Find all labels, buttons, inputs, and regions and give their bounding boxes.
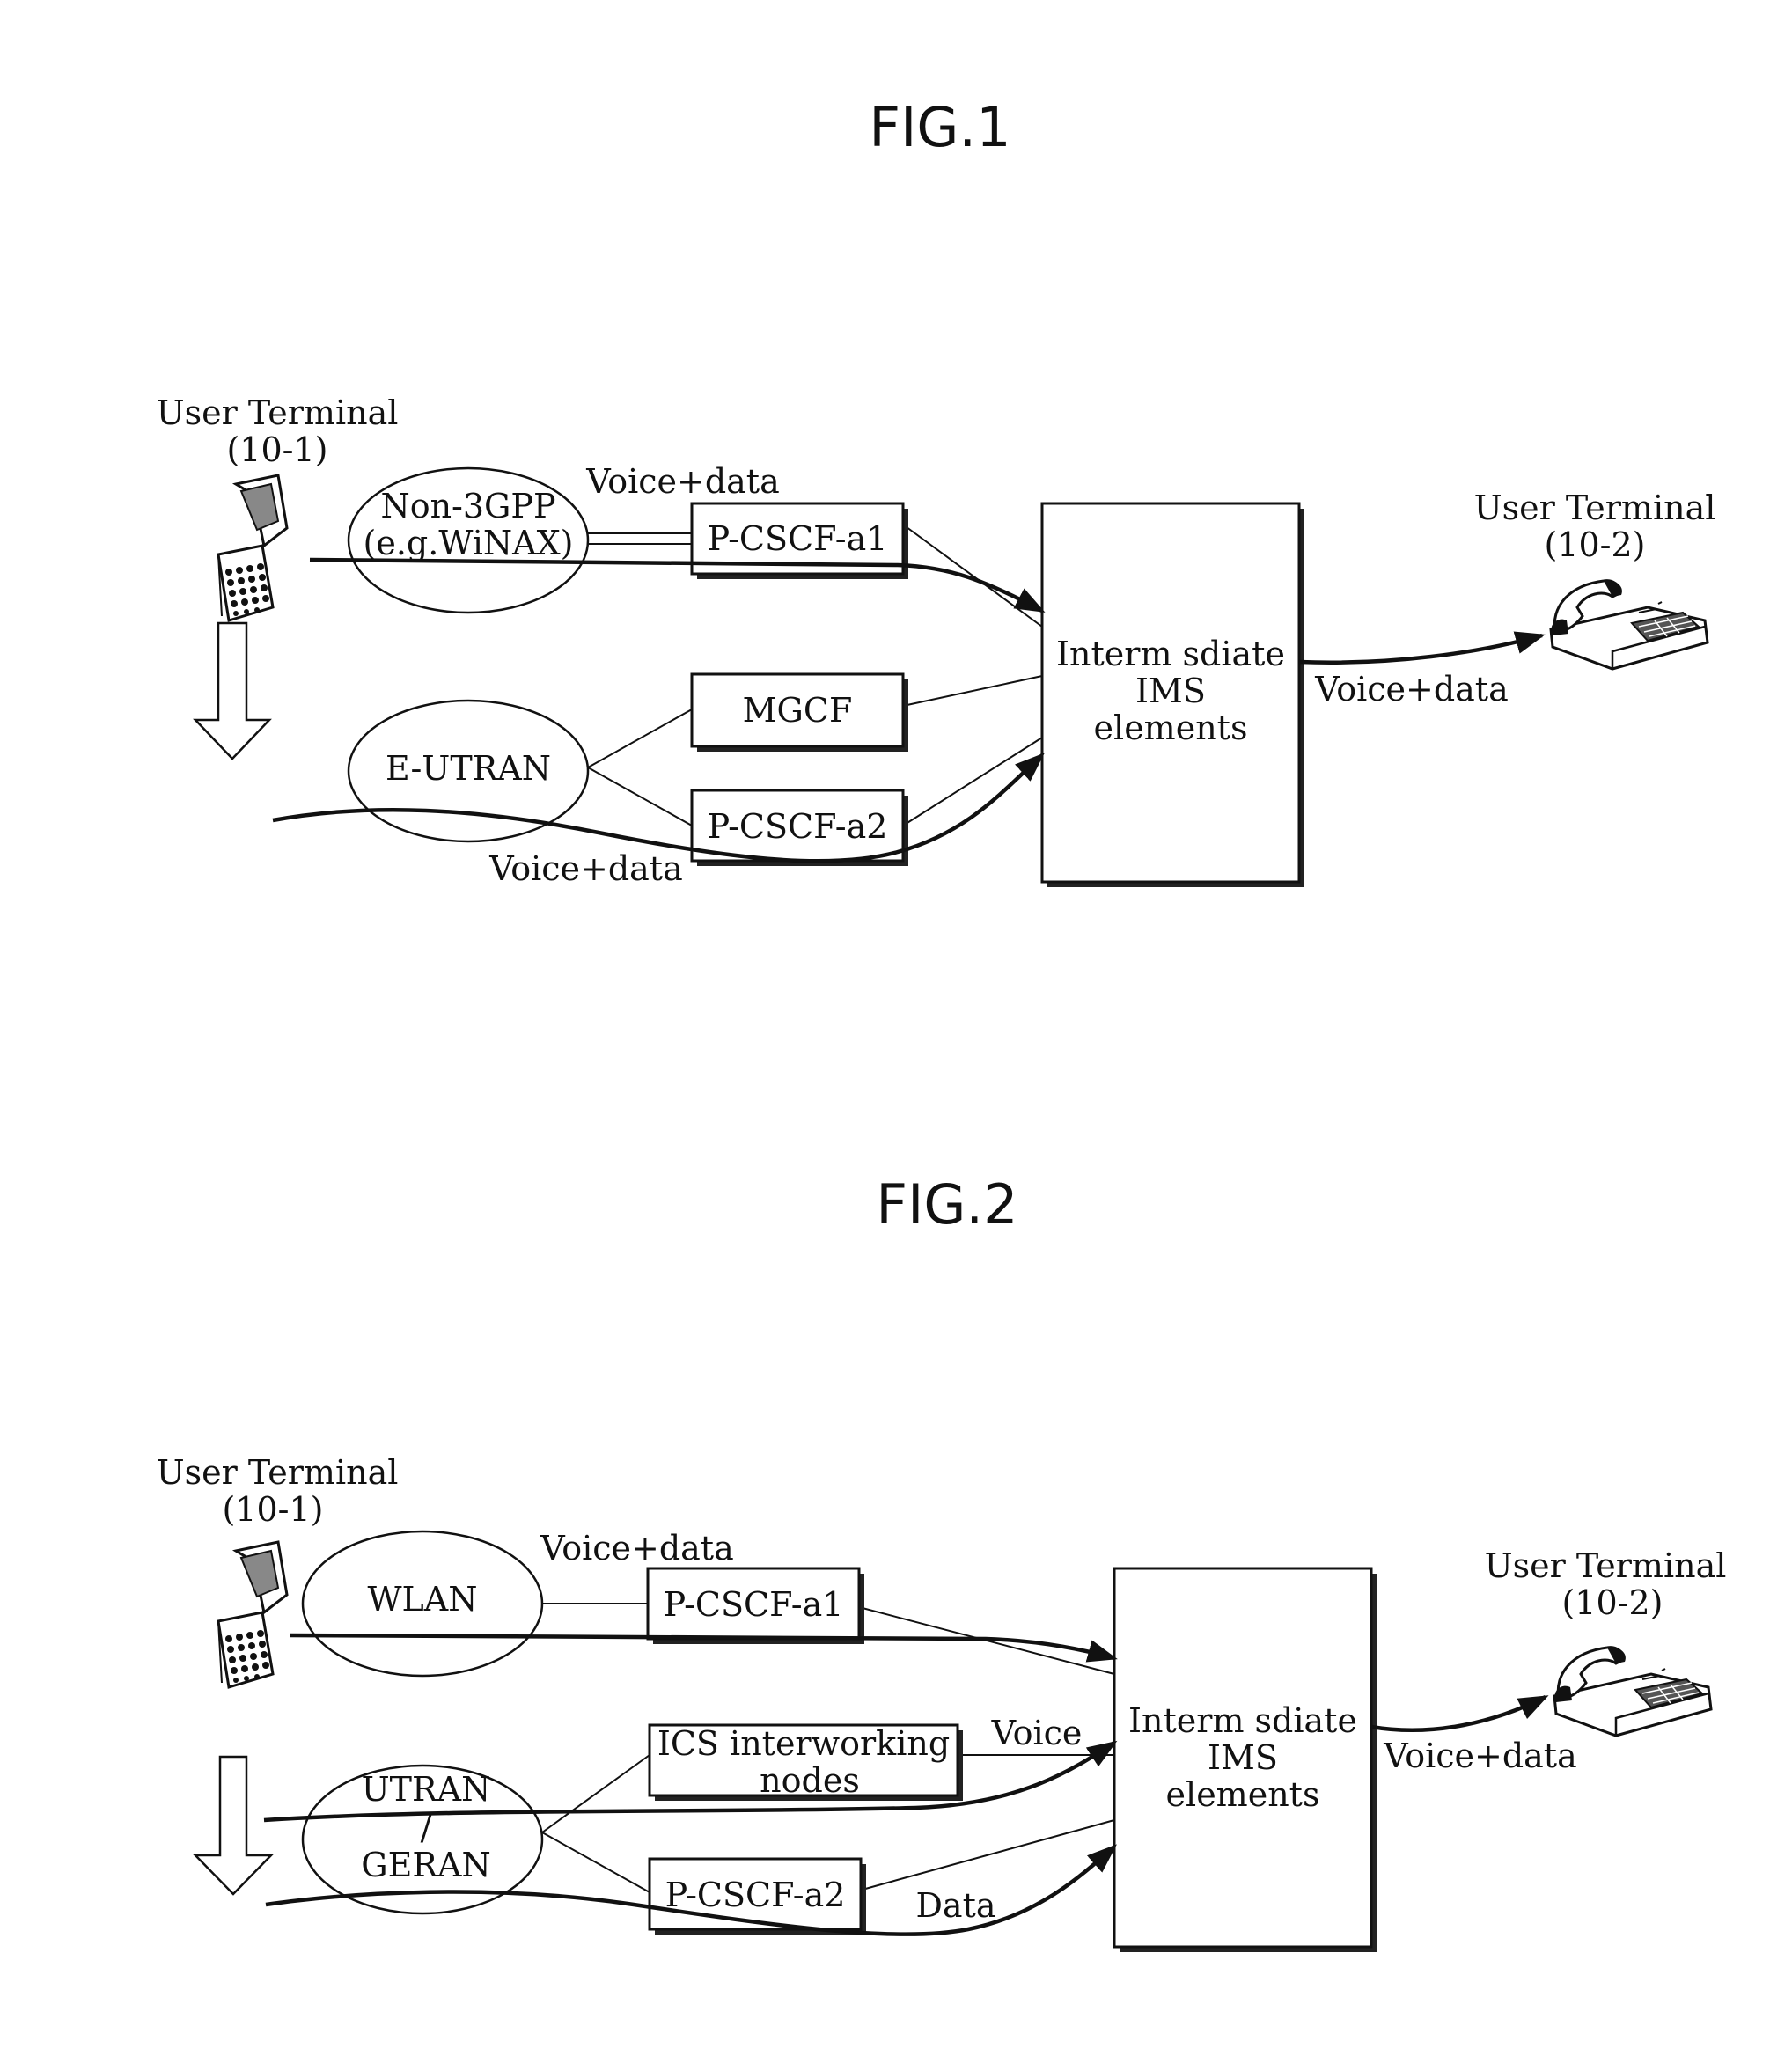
fig1-ims-line1: Interm sdiate	[1056, 635, 1285, 673]
fig1-desk-phone-icon	[1551, 581, 1708, 669]
fig1-flow-out	[1299, 635, 1542, 663]
fig1-link-pcscf2-ims	[903, 738, 1042, 826]
fig2-ut2-id: (10-2)	[1561, 1583, 1663, 1622]
fig1-flow-top-label: Voice+data	[585, 462, 780, 501]
figure-1: FIG.1 User Terminal (10-1) User Terminal…	[157, 95, 1716, 888]
fig1-handover-arrow-icon	[195, 623, 269, 759]
fig2-wlan-label: WLAN	[368, 1580, 478, 1619]
fig2-geran-label: GERAN	[361, 1846, 490, 1884]
fig2-ims-line1: Interm sdiate	[1128, 1701, 1357, 1740]
fig1-ut2-label: User Terminal	[1474, 488, 1716, 527]
fig1-ims-line3: elements	[1094, 709, 1248, 747]
fig1-wimax-label: (e.g.WiNAX)	[364, 524, 574, 562]
fig2-ut2-label: User Terminal	[1485, 1546, 1727, 1585]
fig2-ut1-label: User Terminal	[157, 1453, 399, 1492]
fig1-link-mgcf-ims	[903, 676, 1042, 706]
fig2-ut1-id: (10-1)	[222, 1490, 323, 1529]
fig2-pcscf-a2-label: P-CSCF-a2	[665, 1876, 846, 1914]
fig2-utran-label: UTRAN	[362, 1770, 491, 1809]
fig2-flow-out-label: Voice+data	[1383, 1737, 1577, 1775]
fig1-non3gpp-label: Non-3GPP	[380, 487, 555, 525]
fig2-flow-voice-label: Voice	[991, 1714, 1083, 1752]
fig2-flow-data-label: Data	[915, 1886, 995, 1925]
fig1-pcscf-a2-label: P-CSCF-a2	[708, 807, 888, 846]
fig1-title: FIG.1	[869, 95, 1010, 159]
fig2-flow-top-label: Voice+data	[540, 1529, 734, 1568]
fig2-pcscf-a1-label: P-CSCF-a1	[664, 1585, 844, 1624]
fig2-flow-out	[1371, 1697, 1546, 1730]
fig1-link-eutran-mgcf	[588, 709, 692, 767]
fig2-ics-line1: ICS interworking	[657, 1724, 950, 1763]
fig2-link-geran-pcscf2	[542, 1832, 650, 1892]
fig1-ims-line2: IMS	[1135, 672, 1206, 710]
fig1-ut1-label: User Terminal	[157, 393, 399, 432]
fig2-mobile-phone-icon	[218, 1542, 287, 1687]
fig2-title: FIG.2	[876, 1172, 1017, 1237]
fig2-ics-line2: nodes	[760, 1761, 860, 1800]
fig1-link-eutran-pcscf2	[588, 767, 692, 826]
fig1-mgcf-label: MGCF	[743, 691, 853, 730]
fig1-mobile-phone-icon	[218, 475, 287, 620]
fig2-desk-phone-icon	[1554, 1648, 1711, 1736]
fig1-link-non3gpp-pcscf	[588, 533, 692, 544]
fig1-flow-out-label: Voice+data	[1314, 670, 1509, 709]
fig1-flow-bottom-label: Voice+data	[488, 849, 683, 888]
fig2-handover-arrow-icon	[195, 1757, 271, 1894]
fig1-ut1-id: (10-1)	[226, 430, 327, 469]
figure-2: FIG.2 User Terminal (10-1) User Terminal…	[157, 1172, 1727, 1952]
fig1-flow-top	[310, 560, 1042, 611]
fig1-link-pcscf1-ims	[903, 525, 1042, 627]
fig1-eutran-label: E-UTRAN	[386, 749, 551, 788]
fig2-ims-line3: elements	[1166, 1775, 1320, 1814]
fig1-ut2-id: (10-2)	[1544, 525, 1645, 564]
fig1-pcscf-a1-label: P-CSCF-a1	[708, 519, 888, 558]
fig2-flow-top	[290, 1635, 1114, 1658]
fig2-link-geran-ics	[542, 1755, 650, 1832]
fig2-ims-line2: IMS	[1208, 1738, 1278, 1777]
